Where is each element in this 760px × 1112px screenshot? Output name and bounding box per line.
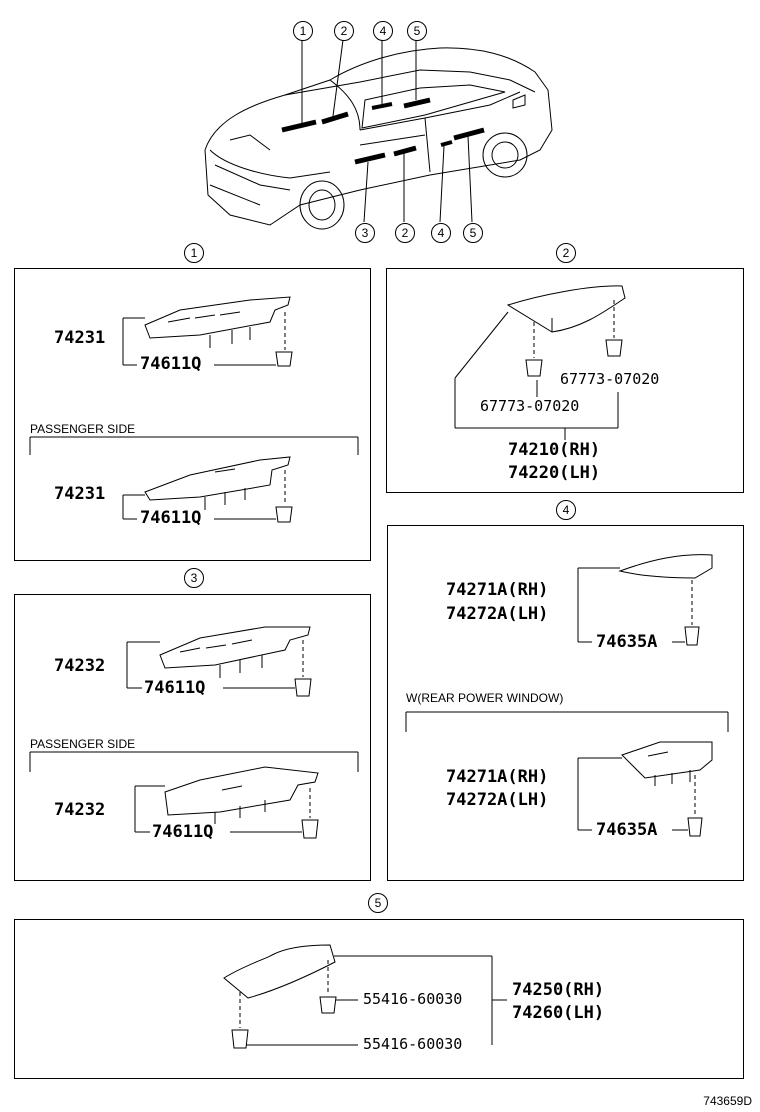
trim-panel-4-top: [577, 554, 713, 646]
panel3-top-clip-number: 74611Q: [144, 678, 206, 698]
callout-top-4: 4: [373, 21, 393, 41]
panel1-bottom-clip-number: 74611Q: [140, 508, 202, 528]
panel1-callout: 1: [184, 243, 204, 263]
panel2-part-lh: 74220(LH): [508, 463, 601, 483]
panel4-bottom-part-lh: 74272A(LH): [446, 790, 549, 810]
panel1-bottom-part-number: 74231: [54, 484, 106, 504]
panel4-top-part-lh: 74272A(LH): [446, 604, 549, 624]
panel3-bottom-part-number: 74232: [54, 800, 106, 820]
panel5-clip-number-b: 55416-60030: [363, 1035, 463, 1053]
trim-panel-4-bottom: [577, 741, 713, 837]
armrest-panel-2: [454, 285, 626, 440]
diagram-code: 743659D: [703, 1094, 752, 1108]
switch-base-passenger-3: [134, 766, 319, 839]
panel5-clip-number-a: 55416-60030: [363, 990, 463, 1008]
panel4-bottom-clip-number: 74635A: [596, 820, 658, 840]
panel-1: [14, 268, 371, 561]
panel2-clip-number-b: 67773-07020: [480, 397, 580, 415]
callout-bottom-2: 2: [395, 223, 415, 243]
switch-base-driver-1: [122, 296, 293, 367]
switch-base-driver-3: [126, 626, 312, 697]
panel1-top-clip-number: 74611Q: [140, 354, 202, 374]
panel3-passenger-side-label: PASSENGER SIDE: [30, 737, 136, 751]
callout-top-2: 2: [334, 21, 354, 41]
panel2-clip-number-a: 67773-07020: [560, 370, 660, 388]
callout-top-1: 1: [293, 21, 313, 41]
panel-2: [386, 268, 744, 493]
panel3-bottom-clip-number: 74611Q: [152, 822, 214, 842]
panel3-top-part-number: 74232: [54, 656, 106, 676]
panel-4: [387, 525, 744, 881]
panel5-callout: 5: [368, 893, 388, 913]
panel2-callout: 2: [556, 243, 576, 263]
panel1-top-part-number: 74231: [54, 328, 106, 348]
panel4-top-part-rh: 74271A(RH): [446, 580, 549, 600]
callout-bottom-4: 4: [431, 223, 451, 243]
car-illustration: [204, 39, 553, 230]
panel5-part-rh: 74250(RH): [512, 980, 605, 1000]
panel1-passenger-side-label: PASSENGER SIDE: [30, 422, 136, 436]
armrest-panel-5: [223, 944, 507, 1049]
callout-bottom-3: 3: [355, 223, 375, 243]
panel4-top-clip-number: 74635A: [596, 632, 658, 652]
panel4-callout: 4: [556, 500, 576, 520]
panel4-bottom-part-rh: 74271A(RH): [446, 767, 549, 787]
panel3-callout: 3: [184, 568, 204, 588]
panel-5: [14, 919, 744, 1079]
panel-3: [14, 594, 371, 881]
panel4-condition-label: W(REAR POWER WINDOW): [406, 691, 564, 705]
switch-base-passenger-1: [122, 456, 293, 523]
callout-top-5: 5: [407, 21, 427, 41]
callout-bottom-5: 5: [463, 223, 483, 243]
panel2-part-rh: 74210(RH): [508, 440, 601, 460]
panel5-part-lh: 74260(LH): [512, 1003, 605, 1023]
